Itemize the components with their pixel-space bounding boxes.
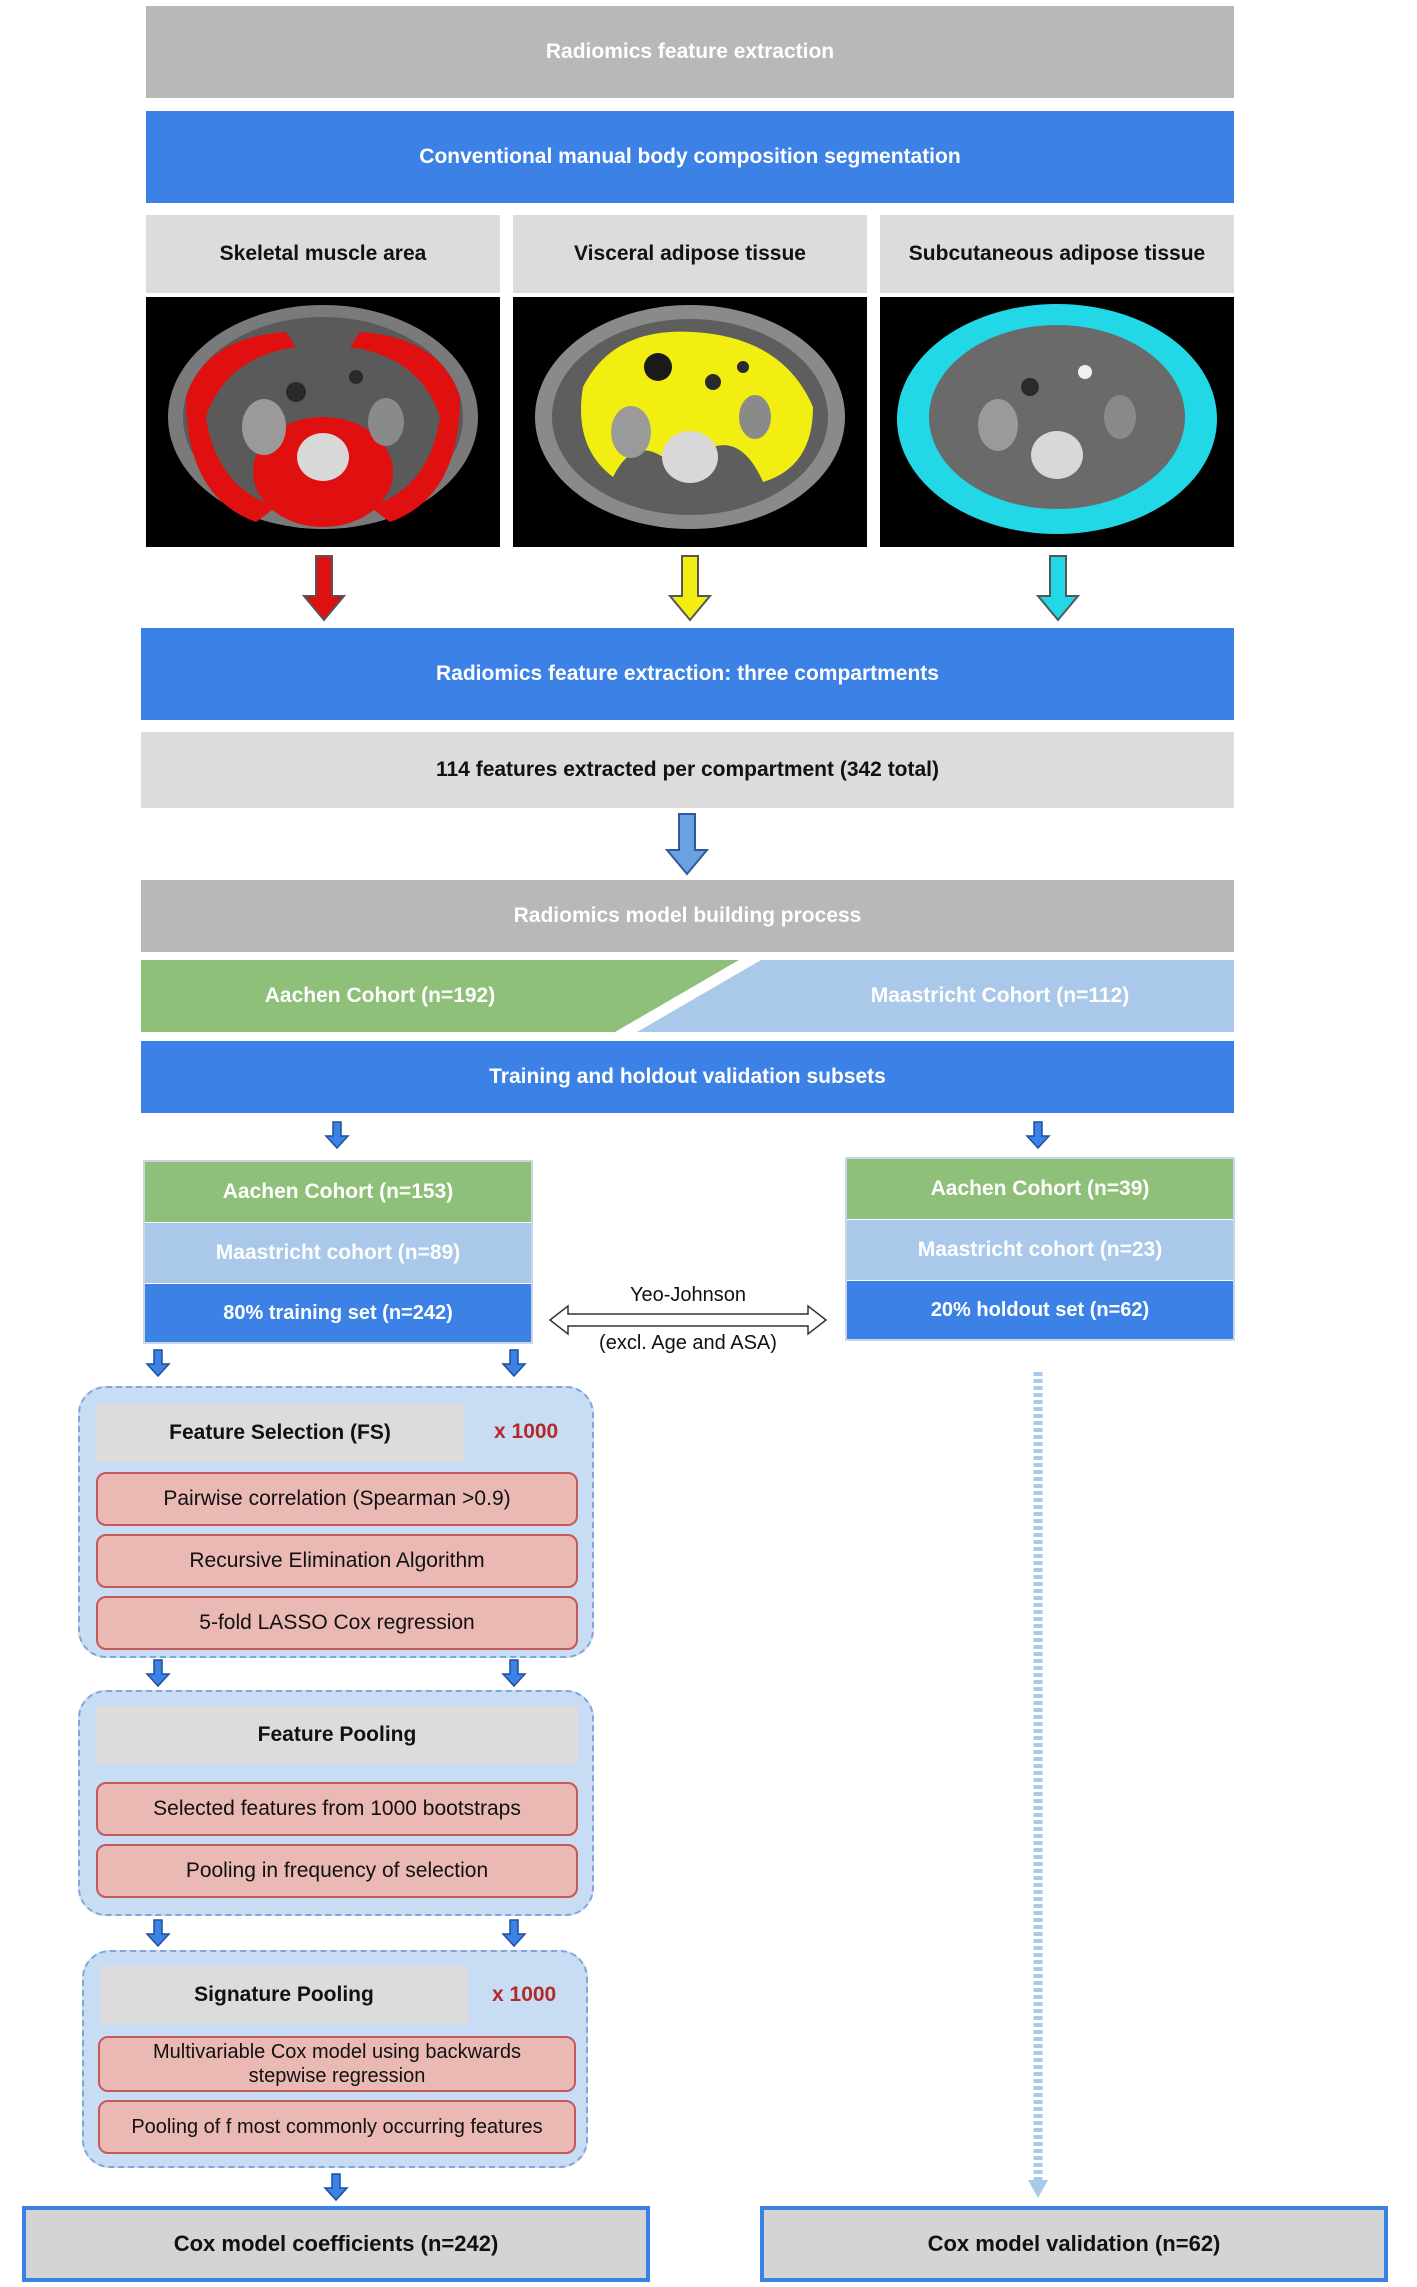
training-aachen: Aachen Cohort (n=153): [145, 1162, 531, 1222]
arrow-to-coefficients: [323, 2173, 349, 2202]
fs-step-1: Pairwise correlation (Spearman >0.9): [96, 1472, 578, 1526]
training-set: 80% training set (n=242): [145, 1284, 531, 1342]
ct-image-subcutaneous: [880, 297, 1234, 547]
signature-pooling-title: Signature Pooling: [100, 1966, 468, 2024]
cox-coefficients-box: Cox model coefficients (n=242): [22, 2206, 650, 2282]
extraction-title-bar: Radiomics feature extraction: three comp…: [141, 628, 1234, 720]
compartment-muscle-label: Skeletal muscle area: [146, 215, 500, 293]
compartment-visceral-label: Visceral adipose tissue: [513, 215, 867, 293]
feature-selection-repeat: x 1000: [494, 1420, 559, 1443]
arrow-pool-right: [501, 1659, 527, 1688]
holdout-block: Aachen Cohort (n=39) Maastricht cohort (…: [845, 1157, 1235, 1341]
feature-pooling-title: Feature Pooling: [96, 1706, 578, 1764]
signature-pooling-repeat: x 1000: [492, 1983, 557, 2006]
holdout-aachen: Aachen Cohort (n=39): [847, 1159, 1233, 1219]
cohort-maastricht-label: Maastricht Cohort (n=112): [870, 984, 1130, 1007]
arrow-pool-left: [145, 1659, 171, 1688]
sp-step-1: Multivariable Cox model using backwards …: [98, 2036, 576, 2092]
subcutaneous-arrow: [1035, 555, 1081, 622]
arrow-sig-right: [501, 1919, 527, 1948]
cox-validation-box: Cox model validation (n=62): [760, 2206, 1388, 2282]
compartment-subcutaneous-label: Subcutaneous adipose tissue: [880, 215, 1234, 293]
ct-image-visceral: [513, 297, 867, 547]
fs-step-3: 5-fold LASSO Cox regression: [96, 1596, 578, 1650]
cohort-split-bar: [141, 960, 1234, 1032]
visceral-arrow: [667, 555, 713, 622]
training-maastricht: Maastricht cohort (n=89): [145, 1223, 531, 1283]
arrow-to-holdout: [1025, 1121, 1051, 1150]
header-bar: Radiomics feature extraction: [146, 6, 1234, 98]
holdout-set: 20% holdout set (n=62): [847, 1281, 1233, 1339]
arrow-sig-left: [145, 1919, 171, 1948]
down-arrow-to-model: [664, 813, 710, 876]
transform-double-arrow: [548, 1304, 828, 1336]
fs-step-2: Recursive Elimination Algorithm: [96, 1534, 578, 1588]
subsets-bar: Training and holdout validation subsets: [141, 1041, 1234, 1113]
transform-label-1: Yeo-Johnson: [629, 1283, 747, 1306]
feature-selection-title: Feature Selection (FS): [96, 1404, 464, 1462]
ct-image-muscle: [146, 297, 500, 547]
model-building-bar: Radiomics model building process: [141, 880, 1234, 952]
holdout-validation-arrowhead: [1028, 2180, 1048, 2198]
training-block: Aachen Cohort (n=153) Maastricht cohort …: [143, 1160, 533, 1344]
transform-label-2: (excl. Age and ASA): [599, 1331, 777, 1354]
cohort-aachen-label: Aachen Cohort (n=192): [264, 984, 496, 1007]
fp-step-2: Pooling in frequency of selection: [96, 1844, 578, 1898]
segmentation-bar: Conventional manual body composition seg…: [146, 111, 1234, 203]
fp-step-1: Selected features from 1000 bootstraps: [96, 1782, 578, 1836]
extraction-count-bar: 114 features extracted per compartment (…: [141, 732, 1234, 808]
holdout-maastricht: Maastricht cohort (n=23): [847, 1220, 1233, 1280]
sp-step-2: Pooling of f most commonly occurring fea…: [98, 2100, 576, 2154]
arrow-fs-left: [145, 1349, 171, 1378]
arrow-to-training: [324, 1121, 350, 1150]
muscle-arrow: [301, 555, 347, 622]
arrow-fs-right: [501, 1349, 527, 1378]
